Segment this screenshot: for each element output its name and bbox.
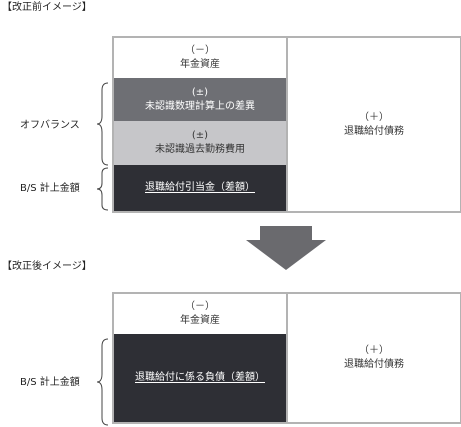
after-obligation-box: （＋） 退職給付債務: [288, 294, 460, 422]
after-pension-assets-box: （－） 年金資産: [114, 294, 286, 334]
off-balance-brace: [96, 82, 109, 166]
after-heading: 【改正後イメージ】: [2, 261, 92, 272]
before-provision-box: 退職給付引当金（差額）: [114, 165, 286, 211]
after-pension-assets-label: 年金資産: [180, 315, 220, 326]
after-pension-assets-sign: （－）: [185, 301, 215, 312]
after-obligation-sign: （＋）: [359, 345, 389, 356]
before-pension-assets-box: （－） 年金資産: [114, 38, 286, 78]
off-balance-label: オフバランス: [20, 120, 80, 131]
before-obligation-label: 退職給付債務: [344, 125, 404, 137]
before-unrecognized-actuarial-box: (±) 未認識数理計算上の差異: [114, 78, 286, 121]
before-obligation-box: （＋） 退職給付債務: [288, 38, 460, 211]
after-obligation-label: 退職給付債務: [344, 359, 404, 370]
after-liability-box: 退職給付に係る負債（差額）: [114, 334, 286, 422]
before-pension-assets-label: 年金資産: [180, 59, 220, 70]
after-bs-brace: [96, 338, 109, 426]
before-divider: [286, 36, 288, 213]
down-arrow: [246, 226, 326, 270]
before-unrecognized-past-service-label: 未認識過去勤務費用: [155, 144, 245, 155]
before-unrecognized-actuarial-sign: (±): [191, 86, 209, 98]
before-provision-label: 退職給付引当金（差額）: [145, 182, 255, 193]
before-pension-assets-sign: （－）: [185, 45, 215, 56]
before-bs-label: B/S 計上金額: [20, 183, 80, 194]
after-liability-label: 退職給付に係る負債（差額）: [135, 372, 265, 383]
before-heading: 【改正前イメージ】: [2, 2, 92, 13]
before-obligation-sign: （＋）: [359, 111, 389, 123]
before-unrecognized-past-service-sign: (±): [191, 130, 209, 141]
before-bs-brace: [96, 167, 109, 211]
after-divider: [286, 292, 288, 424]
before-unrecognized-past-service-box: (±) 未認識過去勤務費用: [114, 121, 286, 165]
before-unrecognized-actuarial-label: 未認識数理計算上の差異: [145, 100, 255, 112]
after-bs-label: B/S 計上金額: [20, 377, 80, 388]
